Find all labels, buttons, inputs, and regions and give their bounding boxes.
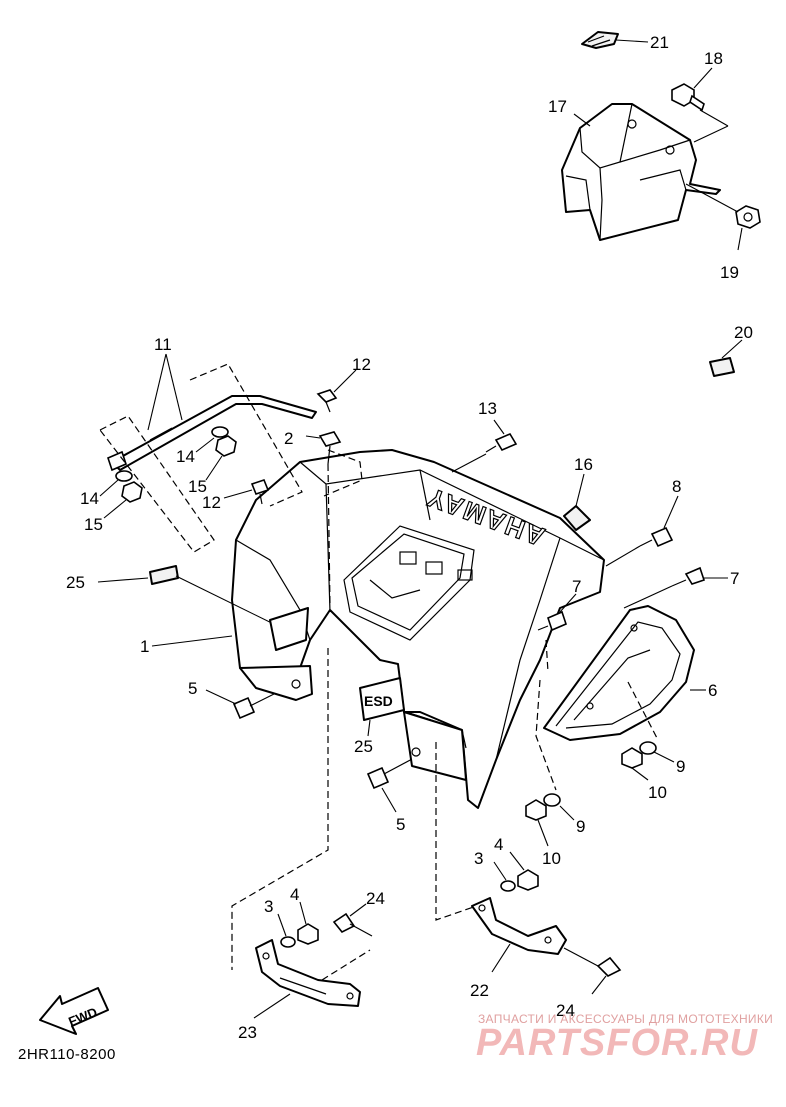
callout-1: 1 — [140, 637, 149, 656]
callout-3-a: 3 — [264, 897, 273, 916]
callout-14-a: 14 — [176, 447, 195, 466]
left-bracket-tab — [239, 665, 313, 701]
callout-24-b: 24 — [556, 1001, 575, 1020]
part-15-nut-b — [121, 481, 143, 503]
callout-14-b: 14 — [80, 489, 99, 508]
part-4-nut-b — [517, 869, 539, 891]
part-8-bolt — [639, 526, 674, 548]
callout-25-upper: 25 — [66, 573, 85, 592]
callout-4-a: 4 — [290, 885, 299, 904]
part-14-washer-a — [211, 426, 229, 438]
callout-10-b: 10 — [542, 849, 561, 868]
part-16-label — [563, 505, 591, 531]
callout-19: 19 — [720, 263, 739, 282]
callout-7-b: 7 — [572, 577, 581, 596]
plate-text: ESD — [364, 693, 393, 709]
callout-5-b: 5 — [396, 815, 405, 834]
fwd-arrow-icon — [39, 987, 109, 1035]
callout-3-b: 3 — [474, 849, 483, 868]
callout-15-b: 15 — [84, 515, 103, 534]
part-3-washer-a — [280, 936, 296, 948]
callout-20: 20 — [734, 323, 753, 342]
callout-13: 13 — [478, 399, 497, 418]
callout-22: 22 — [470, 981, 489, 1000]
callout-7-a: 7 — [730, 569, 739, 588]
part-10-nut-a — [621, 747, 643, 769]
callout-9-a: 9 — [676, 757, 685, 776]
callout-8: 8 — [672, 477, 681, 496]
callout-18: 18 — [704, 49, 723, 68]
callout-9-b: 9 — [576, 817, 585, 836]
callout-6: 6 — [708, 681, 717, 700]
left-guard-plate — [269, 607, 309, 651]
part-25-label — [149, 565, 179, 585]
callout-4-b: 4 — [494, 835, 503, 854]
part-11-rails — [107, 395, 317, 472]
callout-17: 17 — [548, 97, 567, 116]
callout-16: 16 — [574, 455, 593, 474]
part-9-washer-b — [543, 793, 561, 807]
part-6-mudflap — [543, 605, 695, 741]
right-bracket-tab — [403, 711, 467, 781]
part-2-bolt — [318, 431, 342, 465]
diagram-code: 2HR110-8200 — [18, 1046, 116, 1063]
callout-12-b: 12 — [202, 493, 221, 512]
part-13-bolt — [485, 432, 518, 453]
part-4-nut-a — [297, 923, 319, 945]
watermark-caption: ЗАПЧАСТИ И АКСЕССУАРЫ ДЛЯ МОТОТЕХНИКИ — [478, 1012, 774, 1026]
part-9-washer-a — [639, 741, 657, 755]
part-14-washer-b — [115, 470, 133, 482]
part-7-bolt-a — [671, 566, 706, 587]
part-22-stay — [471, 897, 567, 955]
part-17-cover — [561, 103, 721, 241]
part-24-bolt-b — [563, 947, 622, 977]
part-3-washer-b — [500, 880, 516, 892]
part-10-nut-b — [525, 799, 547, 821]
callout-12-a: 12 — [352, 355, 371, 374]
part-24-bolt-a — [332, 912, 373, 937]
part-7-bolt-b — [537, 610, 567, 632]
part-21-clip — [581, 31, 619, 49]
callout-15-a: 15 — [188, 477, 207, 496]
part-19-nut — [735, 205, 761, 229]
part-12-bolt-b — [250, 479, 270, 505]
callout-5-a: 5 — [188, 679, 197, 698]
part-5-bolt-b — [366, 757, 415, 790]
callout-11: 11 — [154, 335, 172, 354]
watermark-brand: PARTSFOR.RU — [476, 1022, 758, 1064]
part-18-bolt — [671, 83, 705, 112]
part-20-tag — [709, 357, 735, 377]
callout-10-a: 10 — [648, 783, 667, 802]
part-25-plate — [359, 677, 405, 721]
callout-23: 23 — [238, 1023, 257, 1042]
callout-2: 2 — [284, 429, 293, 448]
part-23-stay — [255, 939, 361, 1007]
part-15-nut-a — [215, 435, 237, 457]
callout-24-a: 24 — [366, 889, 385, 908]
callout-25-lower: 25 — [354, 737, 373, 756]
callout-21: 21 — [650, 33, 669, 52]
part-12-bolt-a — [316, 389, 338, 413]
